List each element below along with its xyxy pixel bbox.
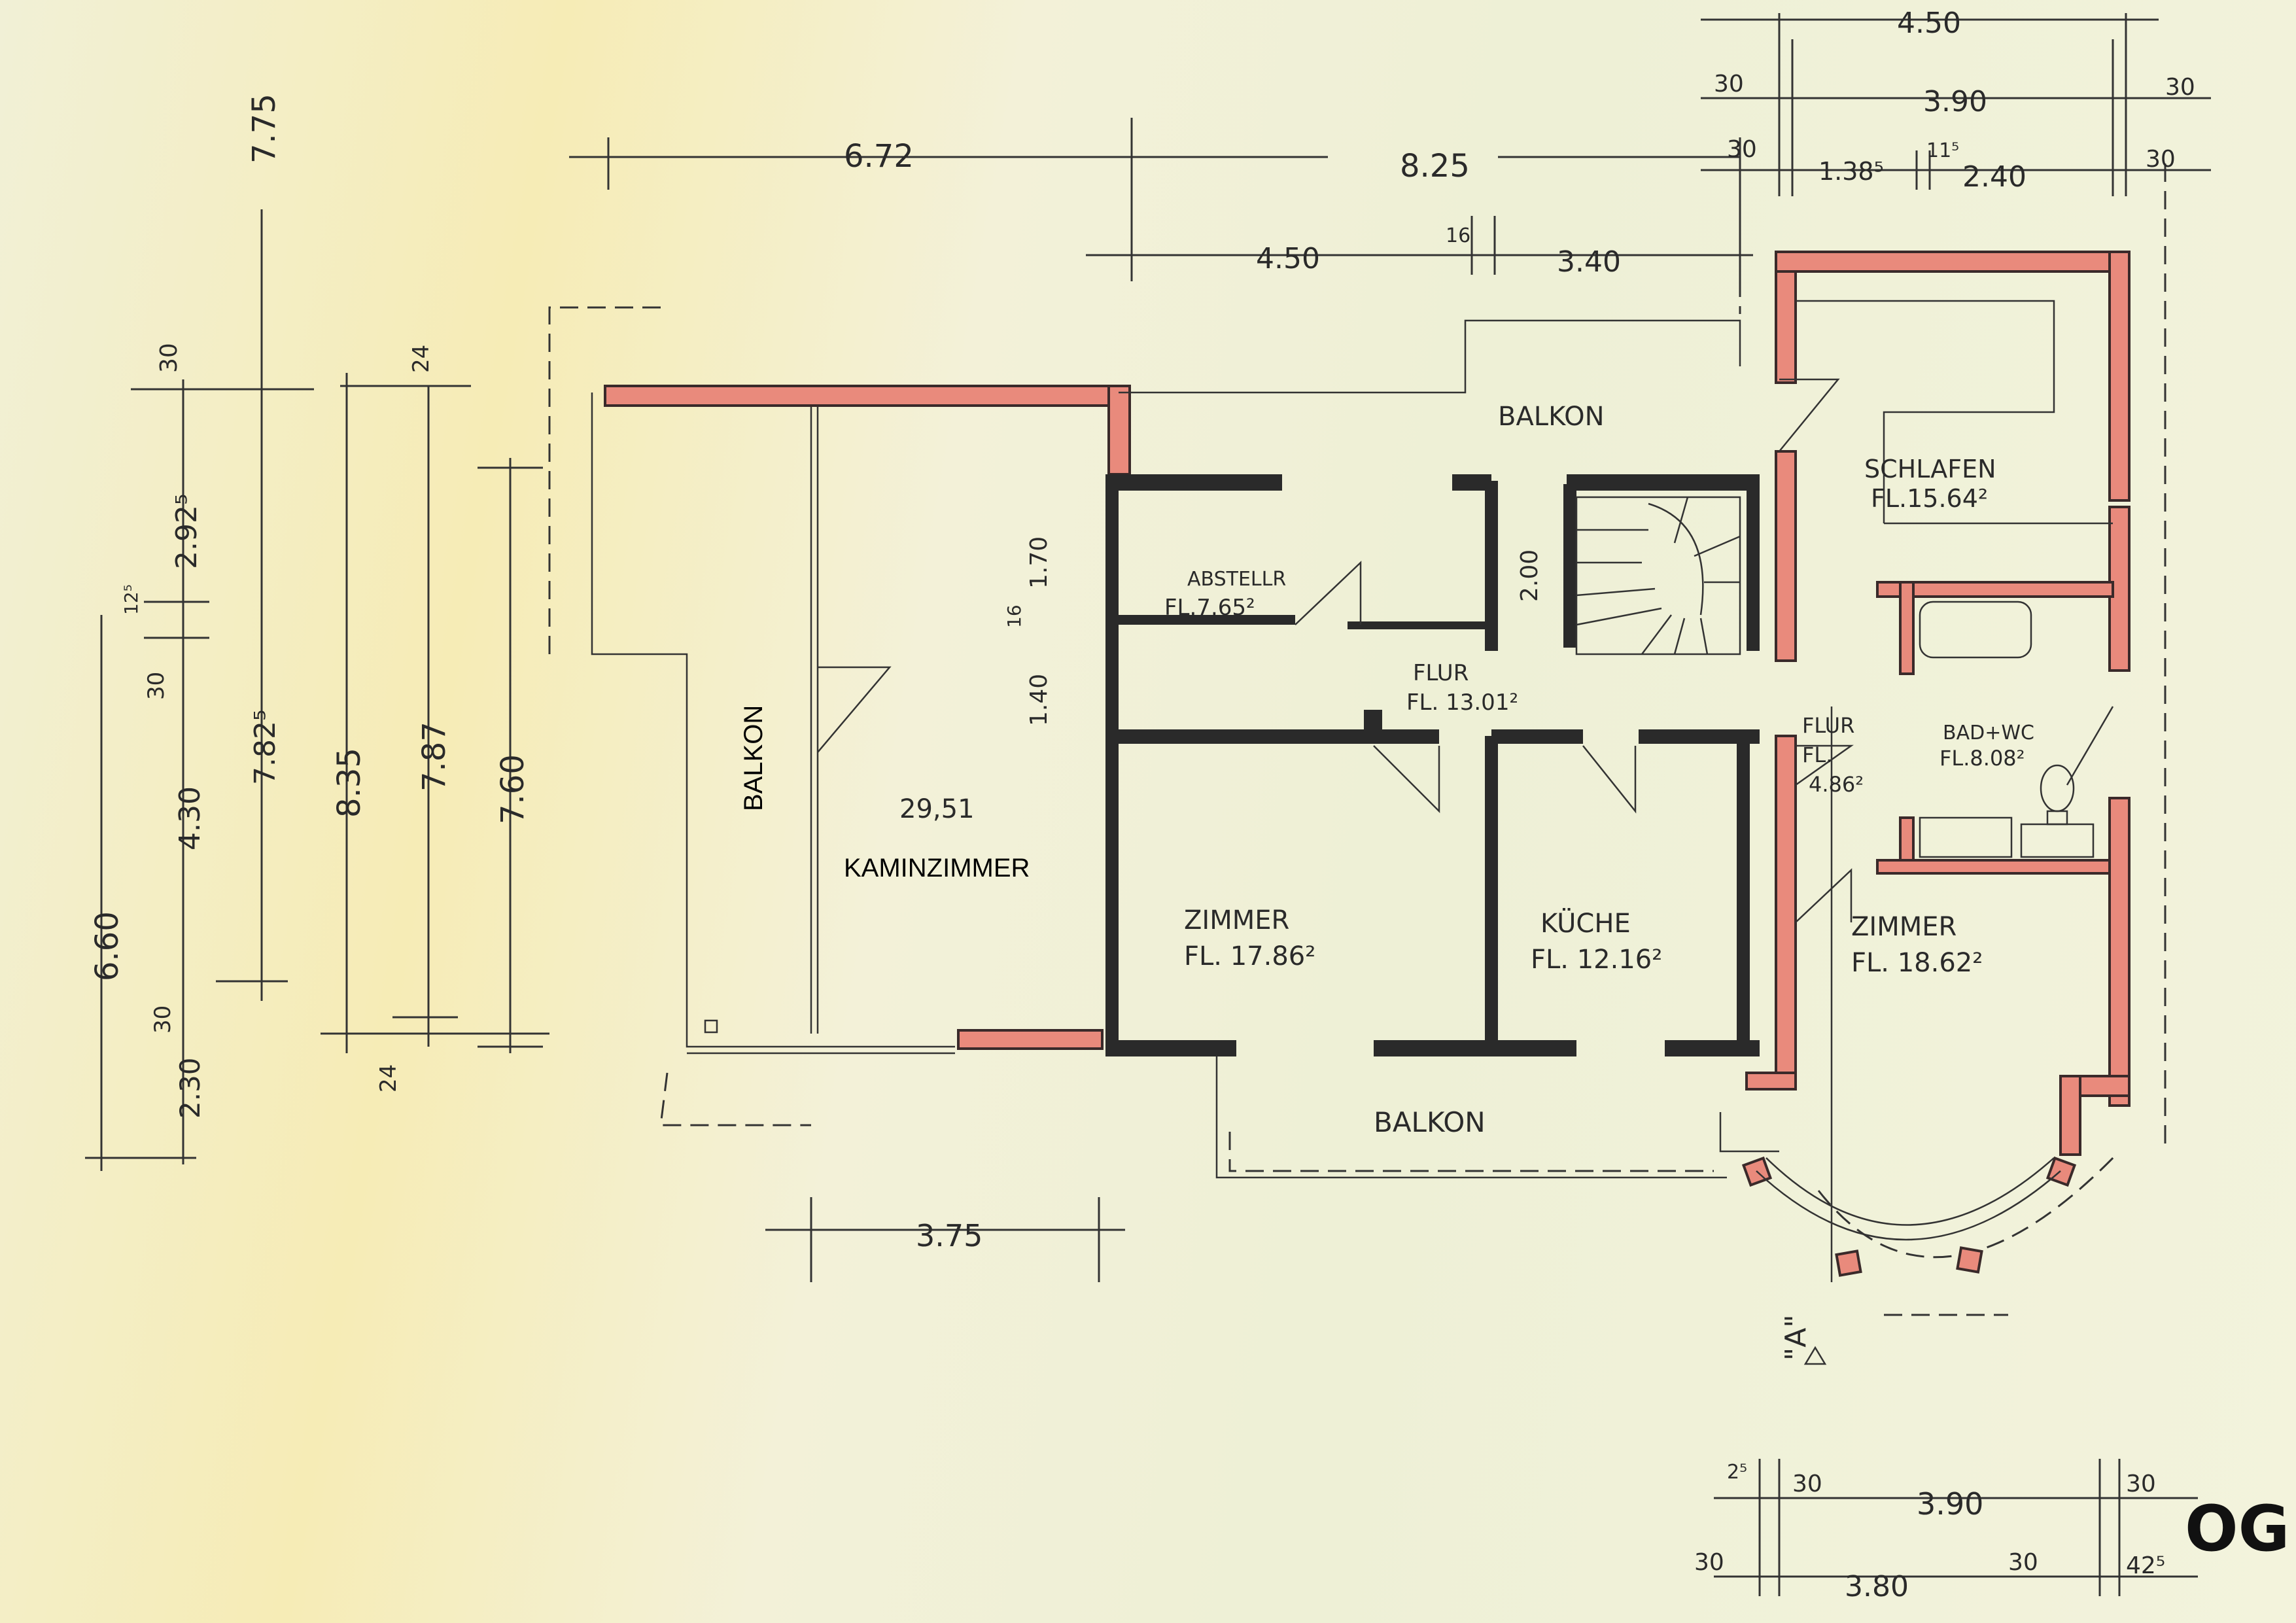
flur-small-prefix: FL. (1802, 742, 1832, 767)
zimmer-left-name: ZIMMER (1184, 905, 1289, 935)
bad-name: BAD+WC (1943, 722, 2034, 744)
balkon-bottom-label: BALKON (1374, 1106, 1486, 1138)
dim-inner-16: 16 (1003, 604, 1025, 628)
dim-bottom-30a: 30 (1792, 1471, 1822, 1497)
dim-right-30b: 30 (2165, 74, 2195, 101)
dim-170: 1.70 (1026, 536, 1052, 589)
balkon-top-label: BALKON (1498, 402, 1605, 432)
kueche-area: FL. 12.16² (1531, 945, 1662, 975)
dim-775: 7.75 (246, 94, 283, 164)
dim-left-30: 30 (156, 343, 183, 373)
zimmer-left-area: FL. 17.86² (1184, 941, 1315, 971)
dim-left-30b: 30 (143, 672, 169, 700)
dim-right-390: 3.90 (1923, 85, 1987, 118)
floor-label: OG (2185, 1492, 2289, 1565)
staircase (1575, 496, 1741, 655)
dim-top-left: 6.72 (844, 138, 914, 175)
dim-bottom-30c: 30 (1694, 1549, 1724, 1576)
dim-292: 2.92⁵ (170, 493, 203, 569)
kaminzimmer-area: 29,51 (899, 794, 975, 824)
dim-782: 7.82⁵ (249, 709, 282, 785)
dim-bottom-30d: 30 (2008, 1549, 2038, 1576)
flur-main-area: FL. 13.01² (1406, 689, 1518, 716)
abstell-area: FL.7.65² (1164, 595, 1255, 621)
dim-450: 4.50 (1256, 242, 1320, 275)
dim-right-30c: 30 (1727, 136, 1757, 163)
balkon-left-label: BALKON (739, 705, 768, 811)
dim-bottom-30b: 30 (2126, 1471, 2156, 1497)
dim-right-138: 1.38⁵ (1818, 157, 1884, 186)
dim-660: 6.60 (89, 911, 126, 981)
dim-835: 8.35 (331, 748, 368, 818)
bad-area: FL.8.08² (1939, 746, 2025, 771)
dim-right-450: 4.50 (1897, 7, 1961, 40)
kaminzimmer-label: KAMINZIMMER (844, 854, 1030, 882)
top-dimension-lines (569, 13, 2211, 281)
flur-small-name: FLUR (1802, 713, 1854, 738)
dim-430: 4.30 (173, 786, 207, 850)
dim-230: 2.30 (174, 1057, 206, 1119)
abstell-name: ABSTELLR (1187, 568, 1286, 591)
top-balcony-outline (1119, 319, 1741, 1179)
flur-main-name: FLUR (1413, 660, 1469, 686)
black-walls (1105, 474, 1760, 1056)
kaminzimmer-outline (591, 393, 955, 1055)
bottom-dimension-labels: 3.75 2⁵ 30 3.90 30 30 3.80 30 42⁵ (916, 1218, 2165, 1603)
zimmer-right-name: ZIMMER (1851, 912, 1957, 942)
section-mark-a: "A" (1779, 1314, 1813, 1361)
section-arrow-icon (1803, 1346, 1827, 1365)
flur-small-area: 4.86² (1809, 772, 1864, 797)
dim-24b: 24 (375, 1064, 402, 1092)
dim-16: 16 (1446, 224, 1470, 247)
schlafen-name: SCHLAFEN (1864, 455, 1996, 483)
dim-right-240: 2.40 (1962, 160, 2026, 194)
red-walls (604, 251, 2131, 1277)
dim-right-11: 11⁵ (1926, 139, 1959, 162)
dashed-outlines (548, 164, 2166, 1316)
dim-787: 7.87 (416, 722, 453, 792)
dim-340: 3.40 (1557, 245, 1621, 279)
bottom-dimension-lines (765, 1197, 2198, 1596)
bay-window (1756, 1157, 2061, 1241)
kueche-name: KÜCHE (1540, 907, 1631, 939)
dim-bottom-380: 3.80 (1845, 1570, 1909, 1603)
dim-760: 7.60 (495, 754, 531, 824)
dim-bottom-390: 3.90 (1917, 1486, 1983, 1522)
zimmer-right-area: FL. 18.62² (1851, 948, 1983, 978)
dim-24a: 24 (408, 345, 434, 373)
dim-right-30d: 30 (2146, 146, 2176, 173)
top-dimension-labels: 6.72 8.25 4.50 16 3.40 4.50 30 3.90 30 3… (844, 7, 2195, 279)
dim-140: 1.40 (1026, 674, 1052, 726)
left-dimension-labels: 7.75 30 2.92⁵ 12⁵ 30 4.30 7.82⁵ 6.60 30 … (89, 94, 1543, 1119)
left-dimension-lines (85, 209, 549, 1171)
dim-200: 2.00 (1516, 550, 1543, 602)
schlafen-area: FL.15.64² (1871, 484, 1988, 513)
dim-bottom-2: 2⁵ (1727, 1461, 1747, 1484)
dim-left-30c: 30 (150, 1005, 176, 1034)
dim-right-30a: 30 (1714, 71, 1744, 97)
dim-bottom-42: 42⁵ (2126, 1552, 2165, 1579)
dim-375: 3.75 (916, 1218, 983, 1253)
dim-12: 12⁵ (120, 584, 142, 615)
dim-top-mid: 8.25 (1400, 148, 1470, 184)
interior-details (1295, 300, 2114, 1282)
